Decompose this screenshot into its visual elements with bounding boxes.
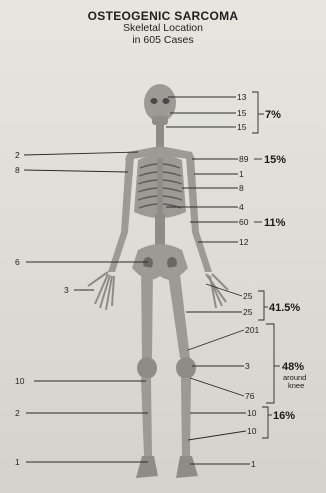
right-foot — [176, 456, 198, 478]
right-label: 10 — [247, 408, 257, 418]
group-brackets: 7% 15% 11% 41.5% 48% around knee 16% — [252, 92, 306, 438]
lower-leg-percentage: 16% — [273, 410, 295, 422]
right-label: 201 — [245, 325, 259, 335]
shoulder-percentage: 15% — [264, 154, 286, 166]
left-tibia — [141, 378, 152, 456]
right-label: 25 — [243, 307, 253, 317]
right-eye-socket — [163, 98, 170, 104]
leader-line — [24, 152, 138, 155]
leader-line — [190, 378, 244, 396]
right-label: 12 — [239, 237, 249, 247]
left-hand — [88, 272, 114, 310]
right-tibia — [181, 378, 191, 456]
knee-bracket — [266, 324, 274, 403]
right-label: 3 — [245, 361, 250, 371]
left-label: 2 — [15, 408, 20, 418]
right-label: 60 — [239, 217, 249, 227]
left-label: 10 — [15, 376, 25, 386]
right-label: 13 — [237, 92, 247, 102]
left-foot — [136, 456, 158, 478]
leader-line — [188, 330, 244, 350]
right-humerus — [186, 156, 199, 232]
head-percentage: 7% — [265, 109, 281, 121]
left-eye-socket — [151, 98, 158, 104]
left-femur — [141, 266, 153, 358]
left-label: 2 — [15, 150, 20, 160]
right-label: 4 — [239, 202, 244, 212]
knee-percentage: 48% — [282, 361, 304, 373]
knee-subtitle-2: knee — [288, 381, 304, 390]
pelvis-percentage: 11% — [264, 217, 286, 229]
leader-line — [24, 170, 128, 172]
right-label: 76 — [245, 391, 255, 401]
sternum-spine — [157, 158, 163, 218]
right-label: 10 — [247, 426, 257, 436]
left-label: 3 — [64, 285, 69, 295]
leader-line — [188, 431, 246, 440]
upper-leg-bracket — [258, 291, 264, 320]
left-knee — [137, 357, 157, 379]
upper-leg-percentage: 41.5% — [269, 302, 300, 314]
right-label: 1 — [251, 459, 256, 469]
left-humerus — [121, 156, 134, 232]
lower-leg-bracket — [262, 407, 268, 438]
right-forearm — [192, 232, 212, 272]
right-label: 89 — [239, 154, 249, 164]
jaw — [152, 116, 168, 125]
right-knee — [176, 357, 196, 379]
right-label: 15 — [237, 108, 247, 118]
right-label: 1 — [239, 169, 244, 179]
left-forearm — [108, 232, 128, 272]
left-label: 6 — [15, 257, 20, 267]
right-label: 25 — [243, 291, 253, 301]
left-label: 1 — [15, 457, 20, 467]
skeleton-figure — [88, 84, 228, 478]
left-label: 8 — [15, 165, 20, 175]
right-label: 15 — [237, 122, 247, 132]
right-hand — [206, 274, 228, 308]
right-label: 8 — [239, 183, 244, 193]
head-bracket — [252, 92, 258, 133]
